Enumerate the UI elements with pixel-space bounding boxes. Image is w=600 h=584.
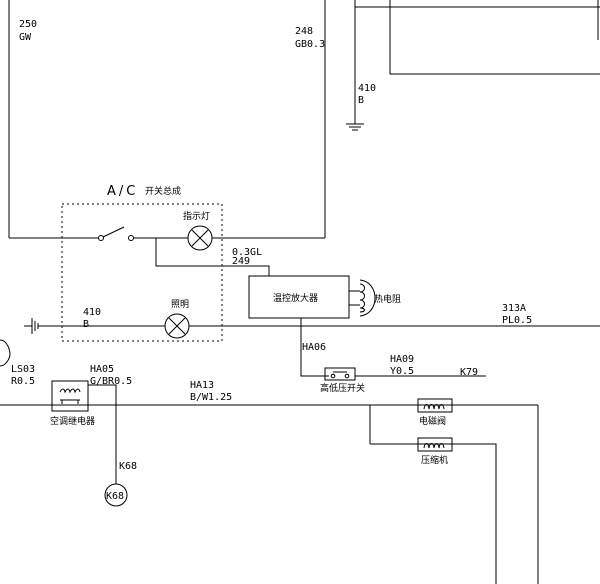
wire-ls03-color: R0.5	[11, 376, 35, 387]
pressure-switch-icon	[324, 367, 356, 381]
top-left-module-outline	[8, 0, 326, 238]
wire-ha09-color: Y0.5	[390, 366, 414, 377]
indicator-lamp-label: 指示灯	[183, 210, 210, 222]
wire-410-top-color: B	[358, 95, 364, 106]
wire-250-number: 250	[19, 19, 37, 30]
left-edge-connector-icon	[0, 339, 11, 367]
wire-k68-number: K68	[119, 461, 137, 472]
temp-amplifier-box	[248, 275, 350, 319]
wire-249-spec: 0.3GL	[232, 247, 262, 258]
solenoid-valve-label: 电磁阀	[419, 415, 446, 427]
ac-switch-icon	[98, 226, 134, 241]
ac-relay-icon	[51, 380, 89, 412]
temp-amplifier-label: 温控放大器	[273, 292, 318, 304]
solenoid-valve-icon	[417, 398, 453, 413]
wire-ha05-color: G/BR0.5	[90, 376, 132, 387]
wire-ha13-color: B/W1.25	[190, 392, 232, 403]
wire-ha09-number: HA09	[390, 354, 414, 365]
wire-410-top-number: 410	[358, 83, 376, 94]
wire-249-number: 249	[232, 256, 250, 267]
wire-ha13-number: HA13	[190, 380, 214, 391]
wire-250-color: GW	[19, 32, 32, 43]
wire-248-number: 248	[295, 26, 313, 37]
wire-compressor-return	[370, 443, 497, 584]
illumination-lamp-icon	[164, 313, 190, 339]
wire-410-left-number: 410	[83, 307, 101, 318]
indicator-lamp-icon	[187, 225, 213, 251]
compressor-icon	[417, 437, 453, 452]
wire-248-color: GB0.3	[295, 39, 325, 50]
wire-ha06-number: HA06	[302, 342, 326, 353]
wire-410-left-color: B	[83, 319, 89, 330]
connector-k68-label: K68	[106, 491, 124, 502]
thermistor-icon	[349, 279, 376, 317]
pressure-switch-label: 高低压开关	[320, 382, 365, 394]
wire-ls03-number: LS03	[11, 364, 35, 375]
ac-relay-label: 空调继电器	[50, 415, 95, 427]
thermistor-label: 热电阻	[374, 293, 401, 305]
wire-313a-color: PL0.5	[502, 315, 532, 326]
wire-k68	[88, 384, 117, 484]
compressor-label: 压缩机	[421, 454, 448, 466]
ac-switch-assembly-box	[61, 203, 223, 342]
wire-ha06	[300, 318, 329, 377]
connector-k68-icon	[104, 483, 128, 507]
top-right-module-outline	[355, 0, 600, 75]
ground-top-icon	[346, 123, 364, 131]
ac-switch-assembly-label: 开关总成	[145, 185, 181, 197]
wire-k79-label: K79	[460, 367, 478, 378]
illumination-lamp-label: 照明	[171, 299, 189, 310]
wire-249	[155, 238, 270, 276]
wire-313a-number: 313A	[502, 303, 526, 314]
ground-left-icon	[24, 318, 39, 334]
ac-switch-assembly-prefix: A/C	[107, 184, 138, 199]
wire-ha05-number: HA05	[90, 364, 114, 375]
